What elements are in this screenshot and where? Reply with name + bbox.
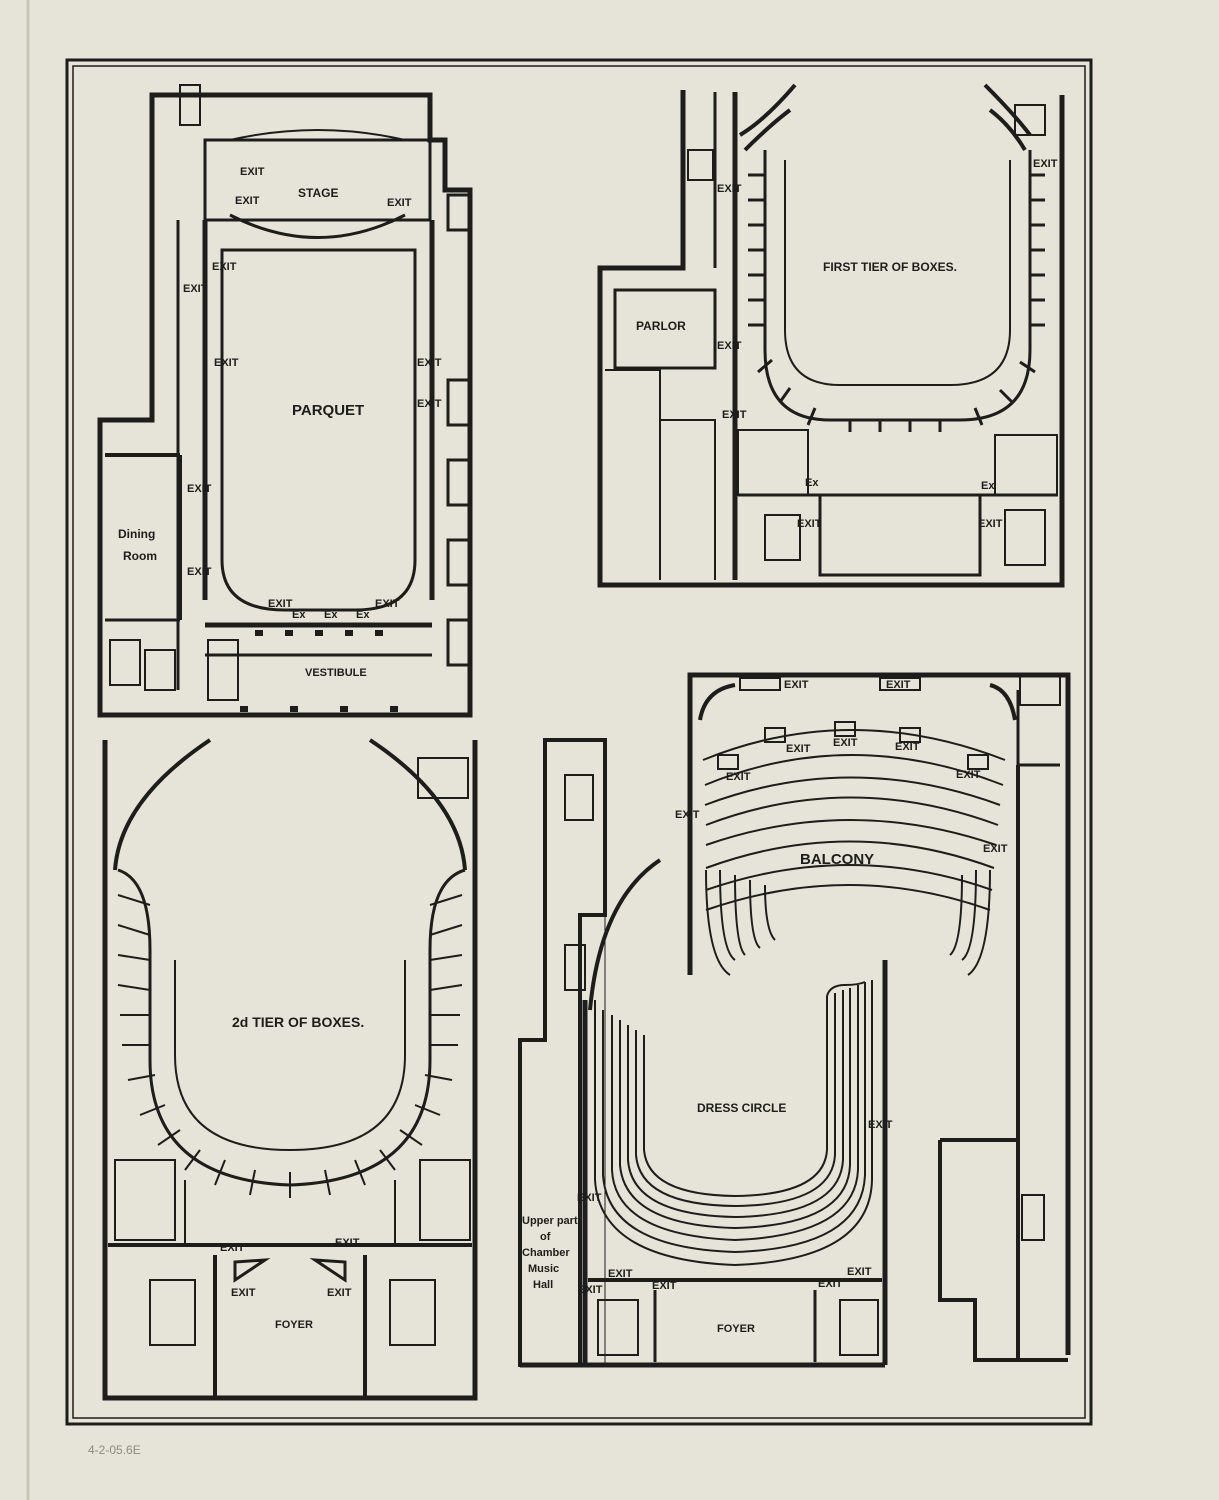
label-exit: EXIT	[786, 743, 811, 755]
label-exit: EXIT	[235, 195, 260, 207]
label-exit: EXIT	[187, 566, 212, 578]
label-ex: Ex	[805, 477, 819, 489]
label-first-tier: FIRST TIER OF BOXES.	[823, 260, 957, 274]
label-exit: EXIT	[375, 598, 400, 610]
label-exit: EXIT	[895, 741, 920, 753]
label-exit: EXIT	[187, 483, 212, 495]
label-ex: Ex	[324, 609, 338, 621]
label-note: Chamber	[522, 1247, 570, 1259]
label-exit: EXIT	[886, 679, 911, 691]
label-exit: EXIT	[784, 679, 809, 691]
label-dining-2: Room	[123, 549, 157, 563]
plan-second-tier	[102, 738, 478, 1401]
label-note: Upper part	[522, 1215, 578, 1227]
label-exit: EXIT	[608, 1268, 633, 1280]
label-exit: EXIT	[1033, 158, 1058, 170]
page-border	[65, 58, 1093, 1426]
label-exit: EXIT	[417, 357, 442, 369]
label-exit: EXIT	[240, 166, 265, 178]
label-exit: EXIT	[983, 843, 1008, 855]
label-exit: EXIT	[268, 598, 293, 610]
plan-second-tier-labels: 2d TIER OF BOXES. FOYER EXIT EXIT EXIT E…	[220, 1014, 364, 1331]
label-stage: STAGE	[298, 186, 338, 200]
label-note: of	[540, 1231, 551, 1243]
label-dress-circle: DRESS CIRCLE	[697, 1101, 786, 1115]
label-exit: EXIT	[797, 518, 822, 530]
label-exit: EXIT	[335, 1237, 360, 1249]
pencil-note-text: 4-2-05.6E	[88, 1443, 141, 1457]
label-exit: EXIT	[818, 1278, 843, 1290]
label-exit: EXIT	[978, 518, 1003, 530]
label-exit: EXIT	[675, 809, 700, 821]
plan-first-tier	[597, 83, 1065, 588]
label-exit: EXIT	[214, 357, 239, 369]
plan-first-tier-labels: FIRST TIER OF BOXES. PARLOR EXIT EXIT EX…	[636, 158, 1058, 530]
label-ex: Ex	[292, 609, 306, 621]
label-exit: EXIT	[868, 1119, 893, 1131]
label-exit: EXIT	[327, 1287, 352, 1299]
label-exit: EXIT	[577, 1192, 602, 1204]
plan-balcony	[687, 672, 1071, 1362]
label-exit: EXIT	[578, 1284, 603, 1296]
label-exit: EXIT	[847, 1266, 872, 1278]
label-parquet: PARQUET	[292, 402, 364, 419]
label-ex: Ex	[981, 480, 995, 492]
label-exit: EXIT	[726, 771, 751, 783]
plan-dress-circle-labels: DRESS CIRCLE FOYER EXIT EXIT EXIT EXIT E…	[522, 1101, 893, 1335]
label-exit: EXIT	[956, 769, 981, 781]
label-exit: EXIT	[717, 340, 742, 352]
plan-parquet-labels: STAGE PARQUET Dining Room VESTIBULE EXIT…	[118, 166, 442, 679]
label-balcony: BALCONY	[800, 851, 874, 868]
label-dining-1: Dining	[118, 527, 155, 541]
label-exit: EXIT	[212, 261, 237, 273]
label-exit: EXIT	[833, 737, 858, 749]
label-exit: EXIT	[417, 398, 442, 410]
label-foyer: FOYER	[717, 1323, 755, 1335]
label-exit: EXIT	[183, 283, 208, 295]
plan-parquet	[97, 84, 473, 718]
label-ex: Ex	[356, 609, 370, 621]
plan-dress-circle	[518, 738, 888, 1368]
label-exit: EXIT	[220, 1242, 245, 1254]
label-vestibule: VESTIBULE	[305, 667, 367, 679]
label-foyer: FOYER	[275, 1319, 313, 1331]
label-note: Hall	[533, 1279, 553, 1291]
label-note: Music	[528, 1263, 559, 1275]
label-exit: EXIT	[717, 183, 742, 195]
plan-balcony-labels: BALCONY EXIT EXIT EXIT EXIT EXIT EXIT EX…	[675, 679, 1008, 868]
label-parlor: PARLOR	[636, 319, 686, 333]
label-second-tier: 2d TIER OF BOXES.	[232, 1014, 364, 1030]
label-exit: EXIT	[652, 1280, 677, 1292]
label-exit: EXIT	[387, 197, 412, 209]
label-exit: EXIT	[722, 409, 747, 421]
label-exit: EXIT	[231, 1287, 256, 1299]
